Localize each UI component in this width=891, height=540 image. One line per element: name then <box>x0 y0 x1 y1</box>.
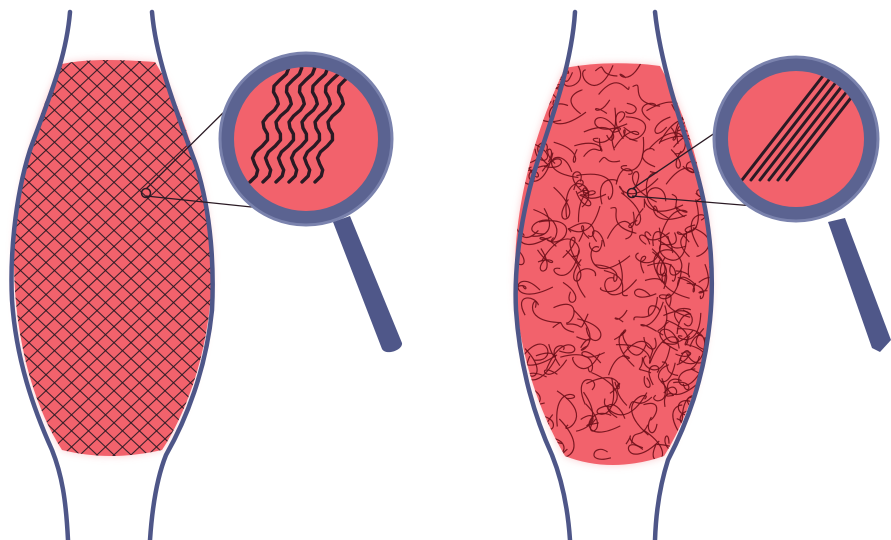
tangle-fiber <box>705 82 720 97</box>
tangle-fiber <box>510 133 533 163</box>
tangle-fiber <box>527 92 544 122</box>
tangle-fiber <box>687 106 714 122</box>
tangle-fiber <box>684 87 700 104</box>
tangle-fiber <box>515 108 535 129</box>
tangle-fiber <box>537 85 552 103</box>
tangle-fiber <box>516 424 527 443</box>
tangle-fiber <box>698 95 715 103</box>
tangle-fiber <box>684 66 712 94</box>
tangle-fiber <box>507 139 527 170</box>
mesh-fiber <box>0 55 11 470</box>
tangle-fiber <box>702 397 717 412</box>
tangle-fiber <box>700 77 711 89</box>
tangle-fiber <box>508 109 530 123</box>
disorganized-tissue-panel <box>507 12 891 540</box>
magnifying-glass-icon <box>220 53 402 352</box>
tangle-fiber <box>694 85 709 115</box>
tangle-fiber <box>528 100 541 109</box>
magnifier-handle <box>333 216 402 352</box>
magnifier-lens <box>728 71 864 207</box>
tangle-fiber <box>694 86 705 104</box>
mesh-fiber <box>0 55 11 470</box>
tangle-fiber <box>674 83 704 102</box>
tangle-fiber <box>676 61 696 86</box>
magnifier-handle <box>828 218 891 352</box>
tangle-fiber <box>515 82 543 96</box>
